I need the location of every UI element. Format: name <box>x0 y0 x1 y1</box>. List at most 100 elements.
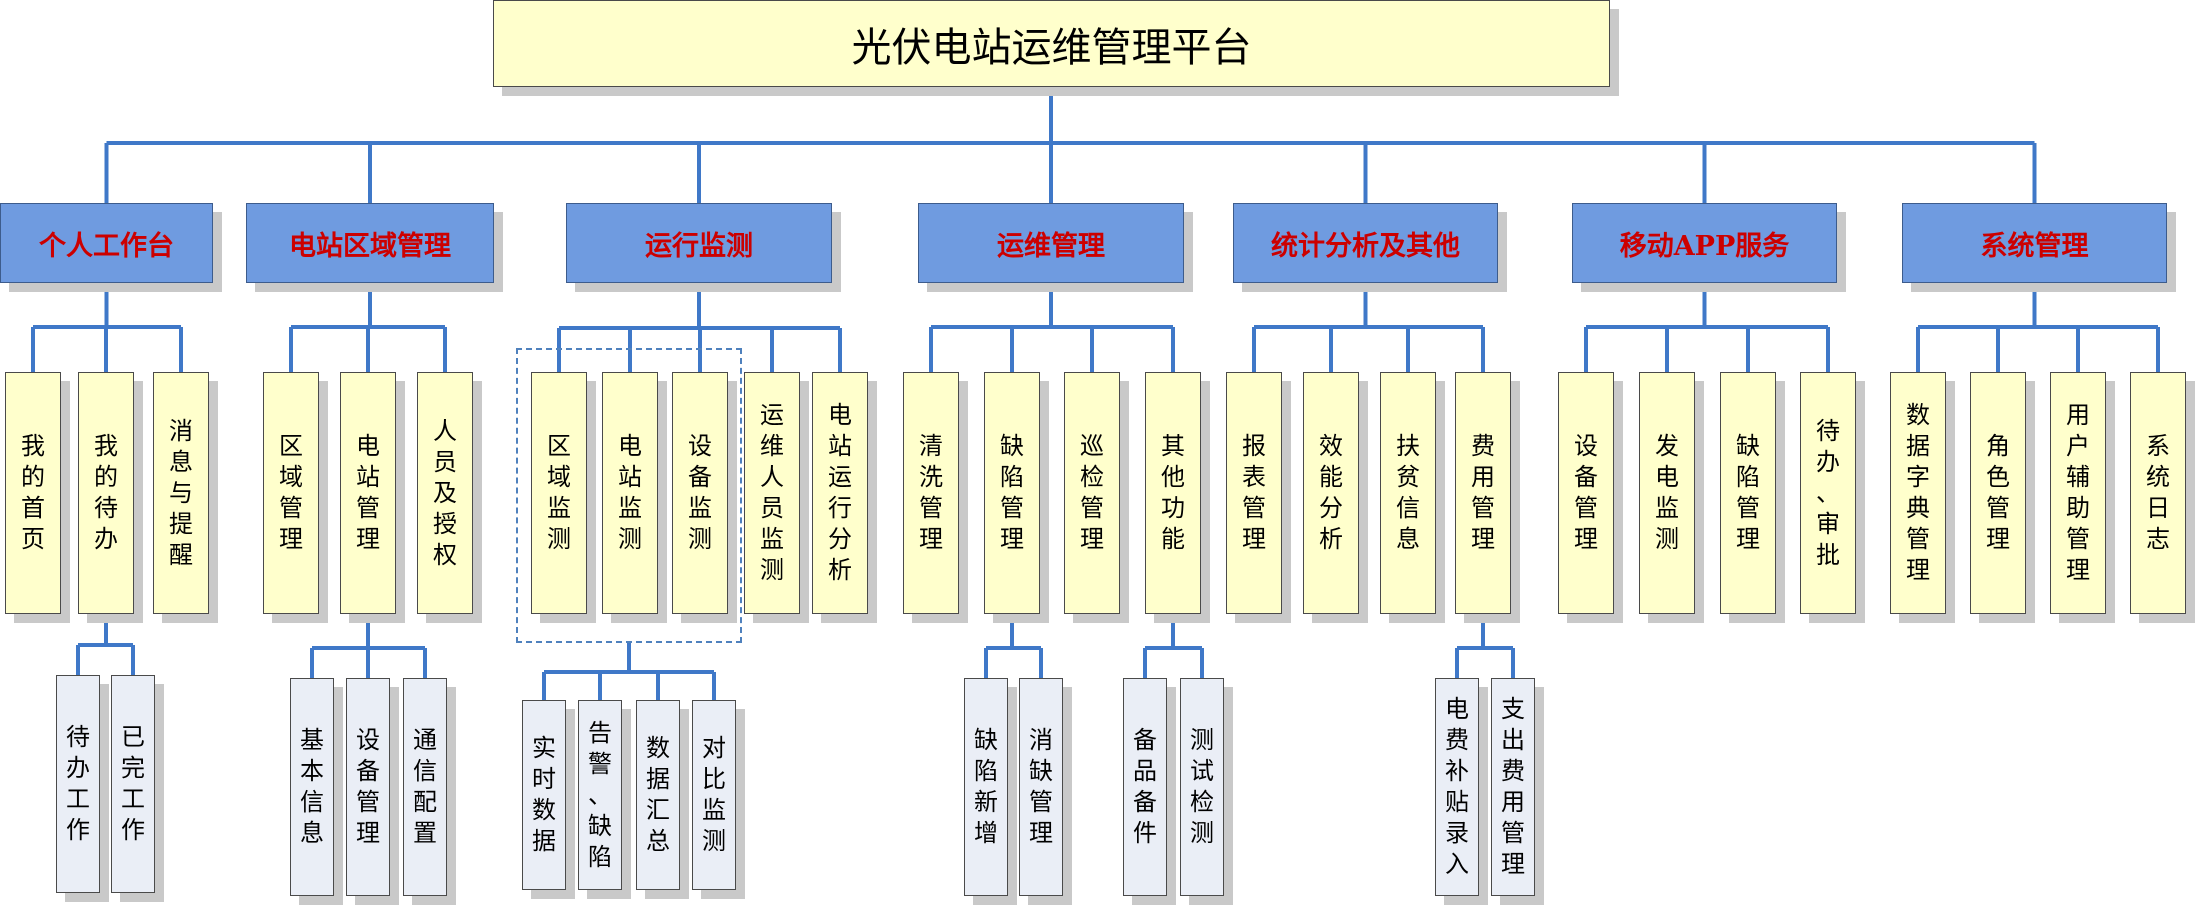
submodule-node: 告 警 、 缺 陷 <box>578 700 622 890</box>
module-node: 设 备 管 理 <box>1558 372 1614 614</box>
module-node: 缺 陷 管 理 <box>984 372 1040 614</box>
submodule-node: 基 本 信 息 <box>290 678 334 896</box>
module-node: 数 据 字 典 管 理 <box>1890 372 1946 614</box>
node-label: 消 缺 管 理 <box>1029 726 1053 847</box>
node-label: 备 品 备 件 <box>1133 726 1157 847</box>
category-node: 运行监测 <box>566 203 832 283</box>
node-label: 电 站 管 理 <box>356 432 380 553</box>
node-label: 缺 陷 新 增 <box>974 726 998 847</box>
node-label: 设 备 监 测 <box>688 432 712 553</box>
node-label: 报 表 管 理 <box>1242 432 1266 553</box>
module-node: 费 用 管 理 <box>1455 372 1511 614</box>
submodule-node: 消 缺 管 理 <box>1019 678 1063 896</box>
node-label: 缺 陷 管 理 <box>1736 432 1760 553</box>
category-node: 运维管理 <box>918 203 1184 283</box>
node-label: 支 出 费 用 管 理 <box>1501 695 1525 878</box>
monitoring-group-frame <box>516 348 742 643</box>
node-label: 基 本 信 息 <box>300 726 324 847</box>
node-label: 效 能 分 析 <box>1319 432 1343 553</box>
node-label: 扶 贫 信 息 <box>1396 432 1420 553</box>
node-label: 人 员 及 授 权 <box>433 416 457 569</box>
module-node: 电 站 运 行 分 析 <box>812 372 868 614</box>
category-label: 运行监测 <box>645 230 753 262</box>
category-label: 电站区域管理 <box>289 230 451 262</box>
module-node: 其 他 功 能 <box>1145 372 1201 614</box>
module-node: 区 域 监 测 <box>531 372 587 614</box>
module-node: 用 户 辅 助 管 理 <box>2050 372 2106 614</box>
node-label: 对 比 监 测 <box>702 734 726 855</box>
submodule-node: 待 办 工 作 <box>56 675 100 893</box>
node-label: 缺 陷 管 理 <box>1000 432 1024 553</box>
node-label: 数 据 汇 总 <box>646 734 670 855</box>
root-title-text: 光伏电站运维管理平台 <box>851 24 1252 71</box>
module-node: 发 电 监 测 <box>1639 372 1695 614</box>
node-label: 测 试 检 测 <box>1190 726 1214 847</box>
node-label: 已 完 工 作 <box>121 723 145 844</box>
node-label: 我 的 待 办 <box>94 432 118 553</box>
node-label: 区 域 监 测 <box>547 432 571 553</box>
module-node: 扶 贫 信 息 <box>1380 372 1436 614</box>
node-label: 待 办 、 审 批 <box>1816 416 1840 569</box>
module-node: 我 的 首 页 <box>5 372 61 614</box>
module-node: 报 表 管 理 <box>1226 372 1282 614</box>
module-node: 运 维 人 员 监 测 <box>744 372 800 614</box>
module-node: 人 员 及 授 权 <box>417 372 473 614</box>
submodule-node: 通 信 配 置 <box>403 678 447 896</box>
submodule-node: 实 时 数 据 <box>522 700 566 890</box>
submodule-node: 设 备 管 理 <box>346 678 390 896</box>
module-node: 电 站 监 测 <box>602 372 658 614</box>
module-node: 巡 检 管 理 <box>1064 372 1120 614</box>
module-node: 电 站 管 理 <box>340 372 396 614</box>
node-label: 电 站 监 测 <box>618 432 642 553</box>
category-label: 统计分析及其他 <box>1271 230 1460 262</box>
submodule-node: 已 完 工 作 <box>111 675 155 893</box>
node-label: 实 时 数 据 <box>532 734 556 855</box>
category-node: 移动APP服务 <box>1572 203 1837 283</box>
module-node: 系 统 日 志 <box>2130 372 2186 614</box>
node-label: 其 他 功 能 <box>1161 432 1185 553</box>
node-label: 消 息 与 提 醒 <box>169 416 193 569</box>
node-label: 设 备 管 理 <box>1574 432 1598 553</box>
node-label: 运 维 人 员 监 测 <box>760 401 784 584</box>
node-label: 角 色 管 理 <box>1986 432 2010 553</box>
submodule-node: 缺 陷 新 增 <box>964 678 1008 896</box>
node-label: 待 办 工 作 <box>66 723 90 844</box>
submodule-node: 支 出 费 用 管 理 <box>1491 678 1535 896</box>
module-node: 待 办 、 审 批 <box>1800 372 1856 614</box>
node-label: 费 用 管 理 <box>1471 432 1495 553</box>
category-node: 电站区域管理 <box>246 203 494 283</box>
node-label: 通 信 配 置 <box>413 726 437 847</box>
submodule-node: 数 据 汇 总 <box>636 700 680 890</box>
category-label: 系统管理 <box>1980 230 2089 262</box>
node-label: 巡 检 管 理 <box>1080 432 1104 553</box>
module-node: 清 洗 管 理 <box>903 372 959 614</box>
submodule-node: 电 费 补 贴 录 入 <box>1435 678 1479 896</box>
node-label: 我 的 首 页 <box>21 432 45 553</box>
module-node: 效 能 分 析 <box>1303 372 1359 614</box>
submodule-node: 对 比 监 测 <box>692 700 736 890</box>
module-node: 我 的 待 办 <box>78 372 134 614</box>
node-label: 系 统 日 志 <box>2146 432 2170 553</box>
category-label: 运维管理 <box>997 230 1105 262</box>
node-label: 用 户 辅 助 管 理 <box>2066 401 2090 584</box>
node-label: 发 电 监 测 <box>1655 432 1679 553</box>
module-node: 角 色 管 理 <box>1970 372 2026 614</box>
module-node: 缺 陷 管 理 <box>1720 372 1776 614</box>
submodule-node: 测 试 检 测 <box>1180 678 1224 896</box>
root-title: 光伏电站运维管理平台 <box>493 0 1610 87</box>
node-label: 电 费 补 贴 录 入 <box>1445 695 1469 878</box>
module-node: 消 息 与 提 醒 <box>153 372 209 614</box>
node-label: 告 警 、 缺 陷 <box>588 718 612 871</box>
category-node: 系统管理 <box>1902 203 2167 283</box>
module-node: 设 备 监 测 <box>672 372 728 614</box>
category-node: 统计分析及其他 <box>1233 203 1498 283</box>
category-node: 个人工作台 <box>0 203 213 283</box>
submodule-node: 备 品 备 件 <box>1123 678 1167 896</box>
node-label: 数 据 字 典 管 理 <box>1906 401 1930 584</box>
node-label: 设 备 管 理 <box>356 726 380 847</box>
category-label: 个人工作台 <box>39 230 174 262</box>
category-label: 移动APP服务 <box>1619 230 1790 262</box>
node-label: 电 站 运 行 分 析 <box>828 401 852 584</box>
node-label: 清 洗 管 理 <box>919 432 943 553</box>
